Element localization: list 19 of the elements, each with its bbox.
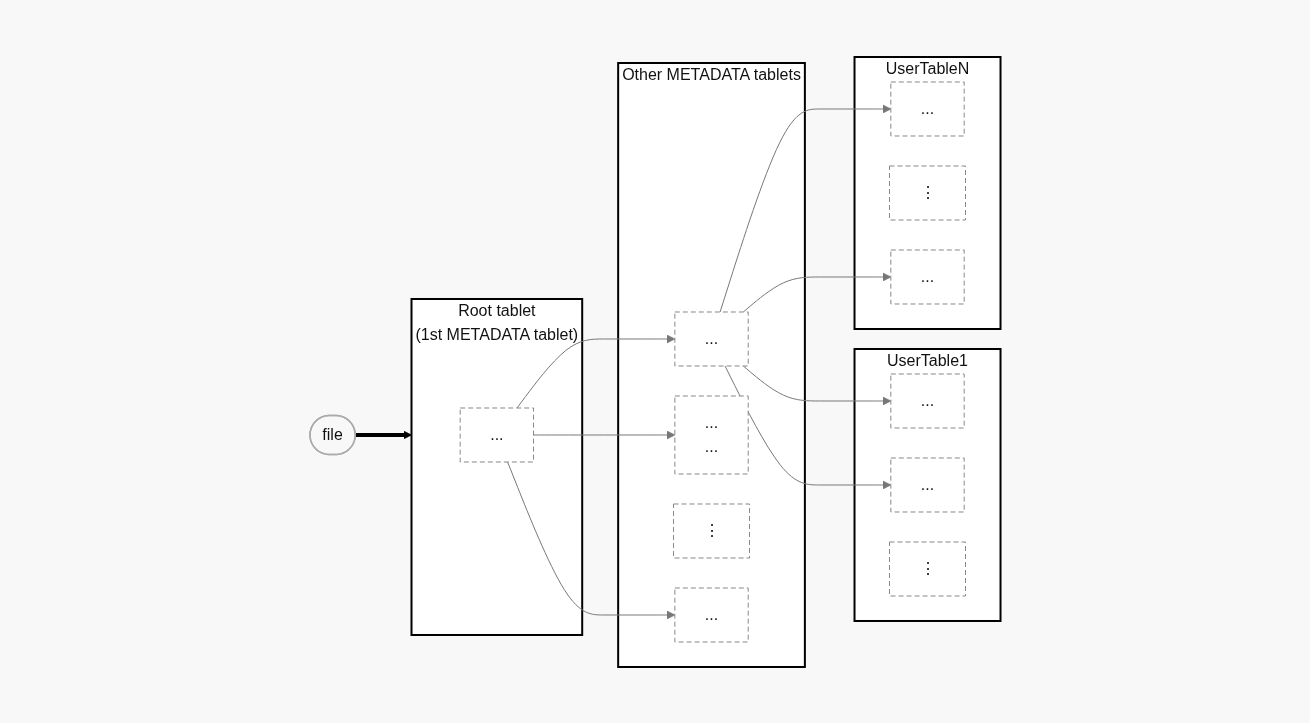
arrow: [516, 334, 675, 408]
arrow: [719, 104, 891, 312]
node-box: ...: [459, 407, 534, 462]
arrow: [724, 365, 891, 489]
arrow: [506, 461, 675, 619]
node-box: ...: [890, 81, 965, 136]
node-box: ⋮: [672, 503, 750, 558]
node-box: ... ...: [674, 395, 749, 474]
arrow: [354, 430, 412, 439]
arrow: [742, 272, 891, 312]
arrow: [532, 430, 675, 439]
node-box: ⋮: [888, 541, 966, 596]
arrow: [742, 365, 891, 405]
node-box: ⋮: [888, 165, 966, 220]
node-box: ...: [674, 587, 749, 642]
node-box: ...: [890, 457, 965, 512]
node-box: ...: [890, 373, 965, 428]
node-box: ...: [674, 311, 749, 366]
node-box: ...: [890, 249, 965, 304]
